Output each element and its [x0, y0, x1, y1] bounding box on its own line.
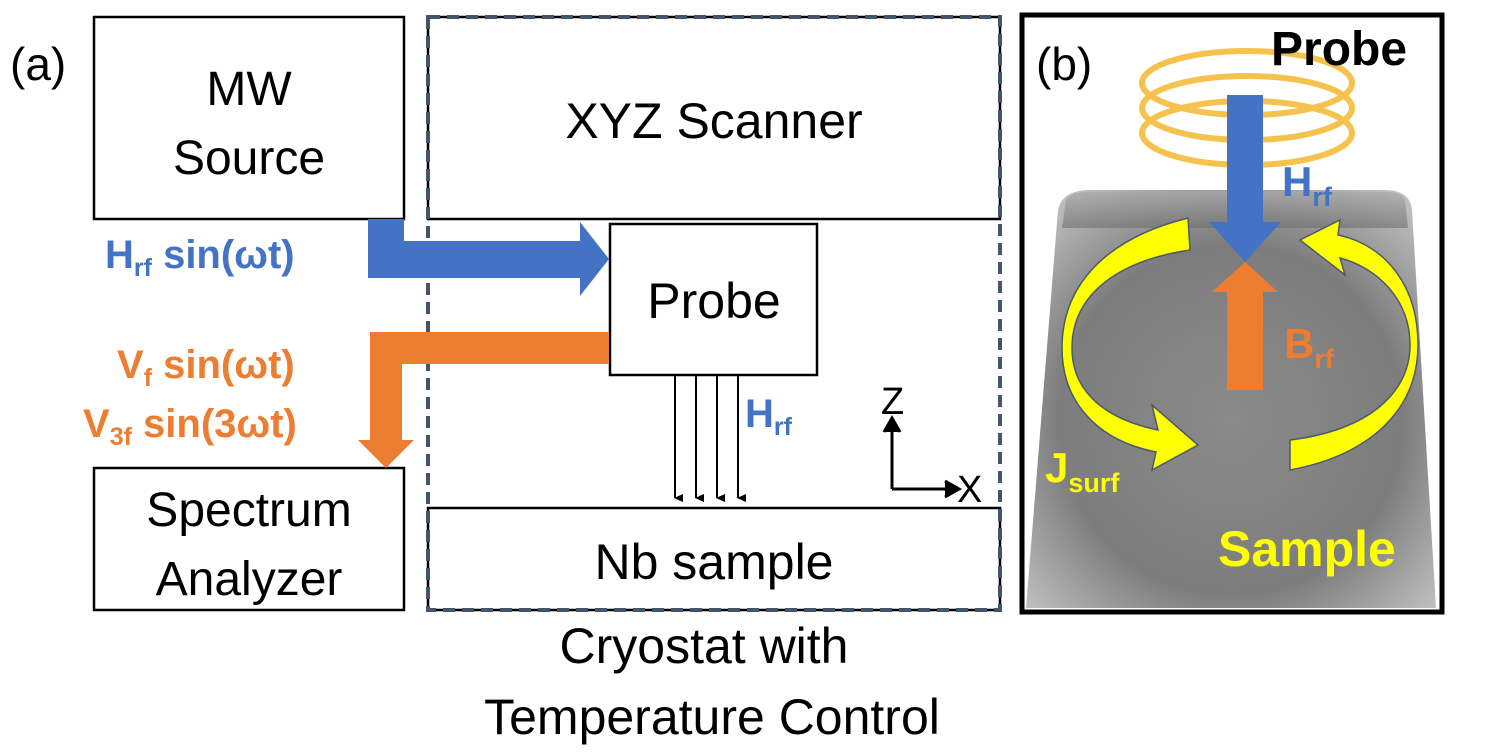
panel-b-j-label: Jsurf	[1045, 444, 1120, 498]
axis-z-label: Z	[881, 381, 904, 423]
current-arrow-left	[1061, 217, 1200, 472]
output-signal-arrow	[358, 332, 609, 468]
output-signal-label-1: Vf sin(ωt)	[117, 343, 295, 392]
nb-sample-box	[426, 506, 1002, 612]
b-field-arrow	[1212, 262, 1278, 390]
axes-indicator	[882, 414, 963, 499]
h-field-arrow	[1209, 95, 1281, 262]
mw-source-label-line2: Source	[173, 132, 325, 185]
output-signal-label-2: V3f sin(3ωt)	[83, 402, 297, 451]
cryostat-caption-line1: Cryostat with	[560, 618, 849, 674]
spectrum-analyzer-label-line2: Analyzer	[156, 553, 343, 606]
input-signal-label: Hrf sin(ωt)	[105, 233, 295, 282]
sample-body	[1026, 190, 1436, 608]
panel-b-sample-label: Sample	[1218, 521, 1396, 577]
mw-source-box: MW Source	[92, 15, 406, 221]
axis-x-label: X	[957, 469, 982, 511]
xyz-scanner-label: XYZ Scanner	[565, 93, 862, 149]
panel-b-tag: (b)	[1036, 38, 1092, 90]
current-arrow-right	[1289, 218, 1419, 471]
panel-b: Probe Sample Hrf Brf Jsurf	[1019, 12, 1445, 615]
nb-sample-label: Nb sample	[595, 534, 834, 590]
field-lines	[674, 375, 746, 502]
cryostat-dashed-border	[426, 15, 1002, 612]
xyz-scanner-box	[426, 15, 1002, 221]
panel-b-probe-label: Probe	[1271, 23, 1407, 76]
spectrum-analyzer-box: Spectrum Analyzer	[92, 466, 406, 612]
field-label: Hrf	[745, 392, 793, 441]
panel-b-h-label: Hrf	[1282, 158, 1333, 212]
input-signal-arrow	[368, 219, 609, 296]
probe-label: Probe	[647, 273, 780, 329]
panel-a-tag: (a)	[10, 38, 66, 90]
cryostat-caption-line2: Temperature Control	[484, 689, 940, 745]
spectrum-analyzer-label-line1: Spectrum	[146, 484, 351, 537]
surface-current-arrows	[1061, 217, 1419, 472]
probe-box	[608, 222, 819, 377]
mw-source-label-line1: MW	[206, 63, 292, 116]
panel-b-b-label: Brf	[1284, 320, 1335, 374]
